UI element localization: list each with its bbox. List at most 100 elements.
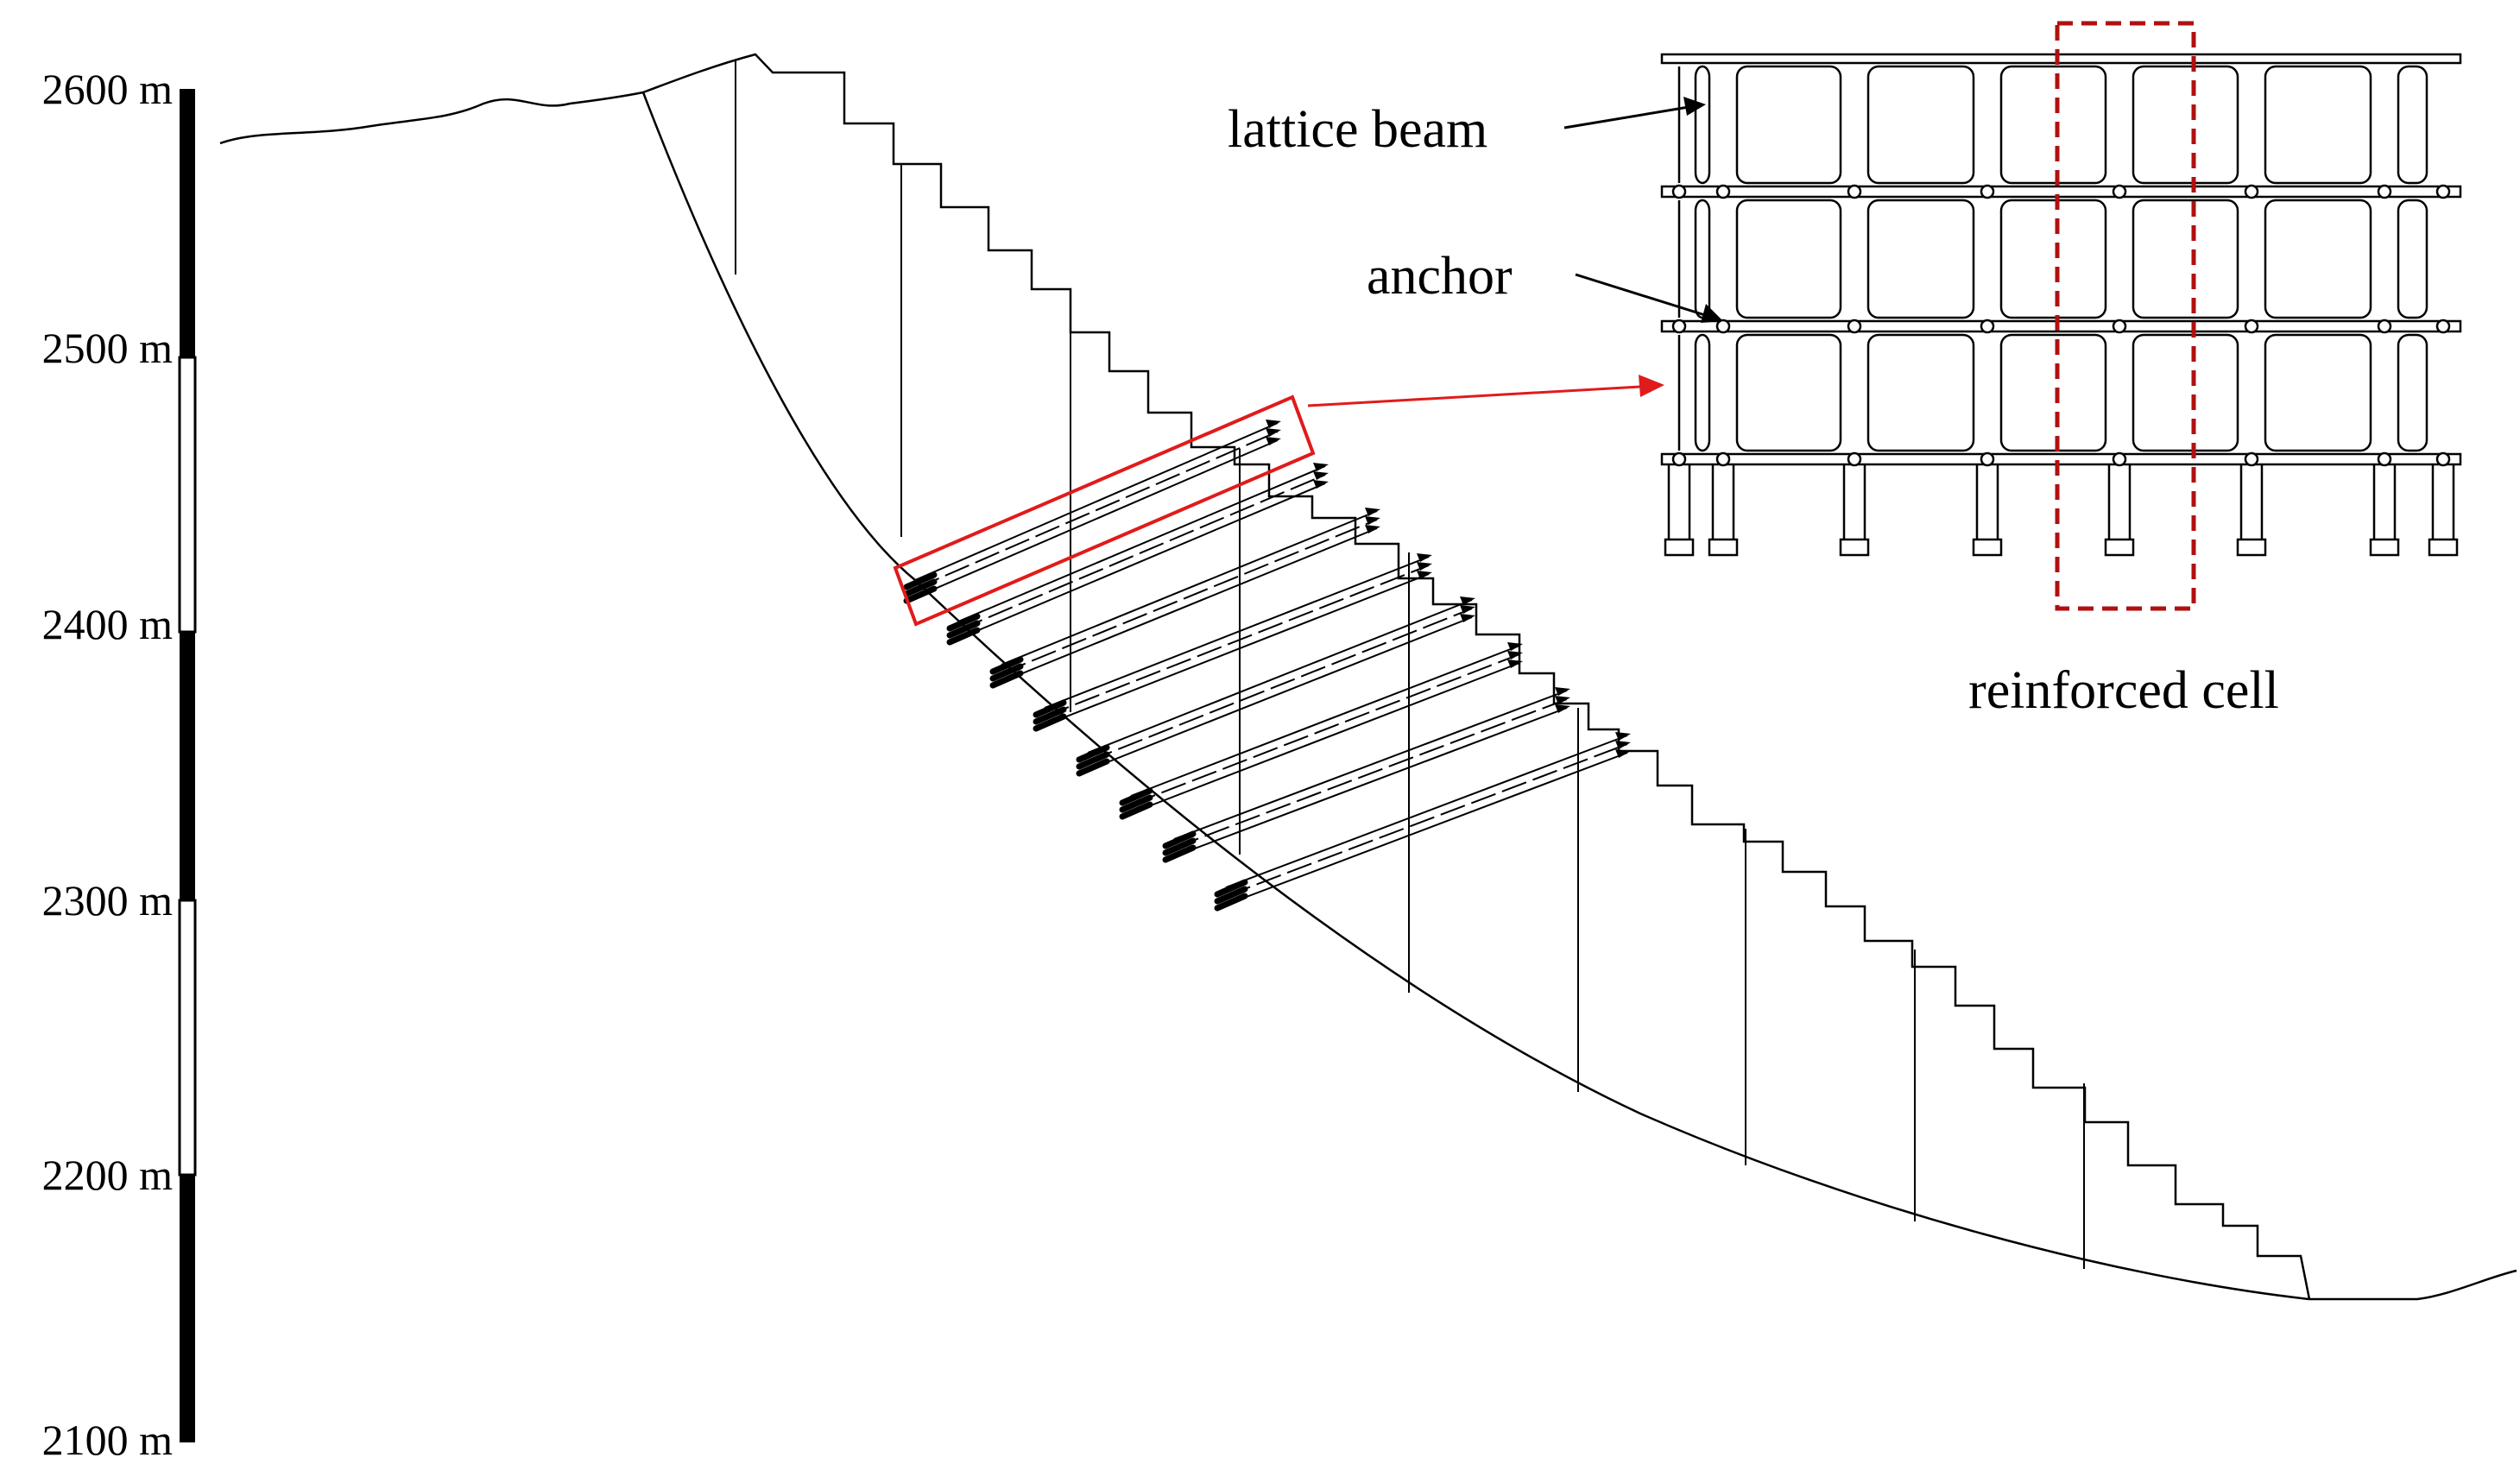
anchor-row-1 [903, 420, 1281, 604]
anchor-bond-end [1076, 758, 1110, 777]
anchor-tendon [1044, 565, 1430, 717]
anchor-head [1365, 508, 1380, 516]
anchor-arrow-line [1575, 273, 1708, 318]
lattice-column-foot-5 [2104, 538, 2135, 557]
lattice-cell [1999, 65, 2107, 185]
anchor-head [1266, 428, 1281, 437]
scale-segment-4 [178, 899, 197, 1177]
lattice-horizontal-beam-3 [1660, 452, 2462, 466]
anchor-head [1417, 553, 1432, 562]
anchor-bond-end [1162, 837, 1197, 856]
lattice-column-foot-3 [1839, 538, 1870, 557]
anchor-row-5 [1076, 596, 1475, 777]
lattice-beam-label: lattice beam [1228, 100, 1487, 159]
callouts: lattice beam anchor reinforced cell [1228, 97, 2279, 720]
anchor-head [1615, 732, 1631, 741]
anchor-label: anchor [1367, 247, 1513, 306]
anchor-row-6 [1119, 642, 1523, 820]
lattice-horizontal-beam-2 [1660, 319, 2462, 333]
elevation-label-2100: 2100 m [42, 1416, 174, 1464]
anchor-bond-end [903, 578, 938, 597]
anchor-bond-end [1119, 794, 1153, 813]
lattice-cell [2264, 65, 2372, 185]
anchor-tendon [1130, 653, 1520, 805]
anchor-tendon [957, 465, 1326, 622]
anchor-bond-end [946, 613, 981, 632]
anchor-tendon [1130, 645, 1520, 797]
lattice-horizontal-beam-1 [1660, 185, 2462, 199]
lattice-anchor-node [2112, 451, 2127, 467]
anchor-rows [903, 420, 1631, 912]
lattice-cell [1866, 333, 1975, 452]
lattice-top-beam [1660, 53, 2462, 65]
anchor-bond-end [989, 670, 1024, 689]
anchor-bond-end [1214, 886, 1248, 905]
lattice-cell [2132, 199, 2239, 319]
lattice-cell [1735, 333, 1842, 452]
lattice-cell [1735, 65, 1842, 185]
anchor-head [1266, 437, 1281, 445]
anchor-row-8 [1214, 732, 1631, 912]
highlight-callout [893, 375, 1664, 627]
lattice-cell [1694, 199, 1711, 319]
anchor-bond-end [1033, 706, 1067, 725]
anchor-tendon [1130, 662, 1520, 814]
lattice-cell [2397, 65, 2428, 185]
anchor-tendon [1225, 735, 1628, 888]
anchor-tendon [914, 422, 1279, 581]
anchor-head [1460, 605, 1475, 614]
sliding-surface [641, 92, 2310, 1301]
anchor-head [1555, 696, 1570, 704]
lattice-anchor-node [2435, 451, 2451, 467]
anchor-head [1507, 659, 1523, 668]
highlight-arrow-line [1307, 385, 1641, 407]
anchor-bond-end [1119, 801, 1153, 820]
anchor-bond-end [1162, 830, 1197, 849]
lattice-column-foot-8 [2428, 538, 2459, 557]
lattice-beam-arrow-line [1563, 105, 1689, 129]
lattice-cell [1694, 65, 1711, 185]
highlight-arrow-head [1639, 375, 1664, 397]
lattice-anchor-node [1715, 451, 1731, 467]
lattice-anchor-node [2435, 319, 2451, 334]
anchor-tendon [957, 483, 1326, 640]
lattice-cell [2397, 333, 2428, 452]
reinforced-cell-box [2055, 21, 2196, 611]
toe-terrain-line [2309, 1269, 2517, 1301]
anchor-bond-end [1076, 744, 1110, 763]
anchor-bond-end [1076, 751, 1110, 770]
scale-segment-5 [180, 1175, 195, 1442]
elevation-label-2600: 2600 m [42, 65, 174, 113]
lattice-anchor-node [2112, 184, 2127, 199]
lattice-column-foot-4 [1972, 538, 2003, 557]
lattice-anchor-node [2112, 319, 2127, 334]
anchor-tendon [1001, 519, 1378, 674]
lattice-anchor-node [1980, 451, 1995, 467]
lattice-cell [1866, 199, 1975, 319]
elevation-label-2200: 2200 m [42, 1151, 174, 1199]
anchor-bond-end [989, 663, 1024, 682]
lattice-anchor-node [1715, 319, 1731, 334]
natural-terrain-line [219, 53, 799, 145]
lattice-column-foot-6 [2236, 538, 2267, 557]
anchor-bond-end [1162, 844, 1197, 863]
lattice-anchor-node [1671, 319, 1687, 334]
anchor-bond-end [1214, 893, 1248, 912]
elevation-scale: 2600 m 2500 m 2400 m 2300 m 2200 m 2100 … [42, 65, 197, 1464]
anchor-head [1417, 571, 1432, 579]
scale-segment-2 [178, 356, 197, 634]
anchor-head [1507, 651, 1523, 659]
anchor-tendon [1225, 743, 1628, 897]
lattice-cell [1735, 199, 1842, 319]
scale-segment-1 [180, 89, 195, 357]
lattice-anchor-node [2244, 184, 2259, 199]
lattice-cell [2397, 199, 2428, 319]
anchor-head [1417, 562, 1432, 571]
anchor-tendon [1087, 608, 1473, 762]
lattice-cell [2132, 333, 2239, 452]
anchor-bond-end [946, 620, 981, 639]
anchor-head [1313, 471, 1329, 480]
anchor-tendon [1225, 752, 1628, 906]
lattice-anchor-node [2377, 184, 2392, 199]
